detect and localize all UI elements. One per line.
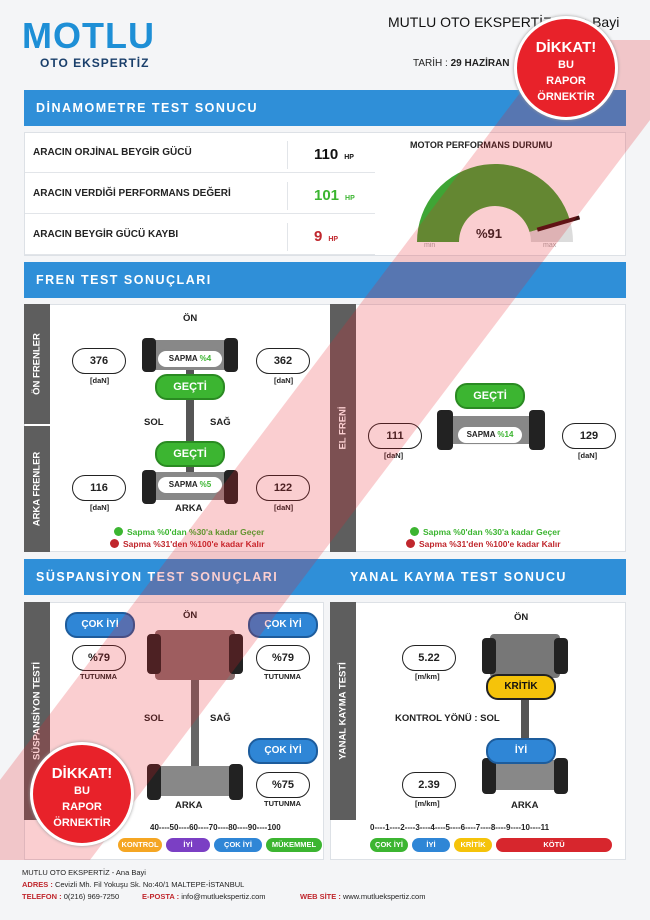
brake-section-bar: FREN TEST SONUÇLARI bbox=[24, 262, 626, 298]
lateral-scale-chip: ÇOK İYİ bbox=[370, 838, 408, 852]
lateral-front-unit: [m/km] bbox=[415, 672, 440, 681]
lateral-front-rating: KRİTİK bbox=[486, 674, 556, 700]
susp-fl-value: %79 bbox=[72, 645, 126, 671]
hand-left-value: 111 bbox=[368, 423, 422, 449]
front-left-unit: [daN] bbox=[90, 376, 110, 385]
susp-rear-label: ARKA bbox=[175, 800, 203, 811]
report-date: TARİH : 29 HAZİRAN bbox=[413, 58, 510, 69]
lateral-scale-chip: İYİ bbox=[412, 838, 450, 852]
lateral-rear-value: 2.39 bbox=[402, 772, 456, 798]
susp-fr-unit: TUTUNMA bbox=[264, 672, 302, 681]
front-right-brake-value: 362 bbox=[256, 348, 310, 374]
date-label: TARİH : bbox=[413, 58, 448, 69]
gauge-max: max bbox=[543, 242, 557, 249]
susp-fl-unit: TUTUNMA bbox=[80, 672, 118, 681]
hand-brake-result: GEÇTİ bbox=[455, 383, 525, 409]
footer-email: E-POSTA : info@mutluekspertiz.com bbox=[142, 892, 266, 901]
dyno-row-label: ARACIN ORJİNAL BEYGİR GÜCÜ bbox=[33, 147, 192, 158]
gauge-fill-arc bbox=[417, 163, 570, 242]
lateral-front-label: ÖN bbox=[514, 612, 529, 623]
hand-legend-pass: Sapma %0'dan %30'a kadar Geçer bbox=[410, 527, 560, 537]
lateral-scale-chip: KRİTİK bbox=[454, 838, 492, 852]
rear-right-brake-value: 122 bbox=[256, 475, 310, 501]
brake-front-label: ÖN bbox=[183, 313, 198, 324]
gauge-empty-arc bbox=[529, 220, 573, 242]
rear-left-unit: [daN] bbox=[90, 503, 110, 512]
hand-left-unit: [daN] bbox=[384, 451, 404, 460]
lateral-rear-rating: İYİ bbox=[486, 738, 556, 764]
front-right-unit: [daN] bbox=[274, 376, 294, 385]
susp-fr-value: %79 bbox=[256, 645, 310, 671]
lateral-chassis-icon bbox=[482, 634, 568, 794]
performance-gauge bbox=[417, 163, 581, 242]
susp-scale-chip: KONTROL bbox=[118, 838, 162, 852]
hand-legend-fail: Sapma %31'den %100'e kadar Kalır bbox=[406, 539, 561, 549]
lateral-panel bbox=[330, 602, 626, 860]
lateral-rear-label: ARKA bbox=[511, 800, 539, 811]
lateral-rear-unit: [m/km] bbox=[415, 799, 440, 808]
lateral-section-title: YANAL KAYMA TEST SONUCU bbox=[350, 570, 567, 584]
lateral-front-value: 5.22 bbox=[402, 645, 456, 671]
front-brakes-label: ÖN FRENLER bbox=[24, 304, 50, 424]
brake-rear-label: ARKA bbox=[175, 503, 203, 514]
footer-phone: TELEFON : 0(216) 969-7250 bbox=[22, 892, 120, 901]
brake-legend-pass: Sapma %0'dan %30'a kadar Geçer bbox=[114, 527, 264, 537]
dyno-row-label: ARACIN VERDİĞİ PERFORMANS DEĞERİ bbox=[33, 188, 231, 199]
gauge-value: %91 bbox=[476, 226, 503, 241]
brake-legend-fail: Sapma %31'den %100'e kadar Kalır bbox=[110, 539, 265, 549]
susp-rr-rating: ÇOK İYİ bbox=[248, 738, 318, 764]
hand-deviation: SAPMA %14 bbox=[458, 427, 522, 443]
dyno-row-label: ARACIN BEYGİR GÜCÜ KAYBI bbox=[33, 229, 179, 240]
susp-front-label: ÖN bbox=[183, 610, 198, 621]
logo-wordmark: MOTLU bbox=[22, 15, 155, 56]
brake-right-label: SAĞ bbox=[210, 417, 231, 428]
logo-subtitle: OTO EKSPERTİZ bbox=[40, 56, 150, 70]
rear-brakes-label: ARKA FRENLER bbox=[24, 426, 50, 552]
hand-right-value: 129 bbox=[562, 423, 616, 449]
susp-scale-chip: ÇOK İYİ bbox=[214, 838, 262, 852]
suspension-section-bar: SÜSPANSİYON TEST SONUÇLARI bbox=[24, 559, 626, 595]
gauge-title: MOTOR PERFORMANS DURUMU bbox=[410, 140, 553, 150]
gauge-needle bbox=[536, 215, 581, 232]
susp-fl-rating: ÇOK İYİ bbox=[65, 612, 135, 638]
sample-warning-badge-top: DİKKAT! BU RAPOR ÖRNEKTİR bbox=[514, 16, 618, 120]
logo: MOTLU OTO EKSPERTİZ bbox=[22, 15, 155, 71]
lateral-scale-chip: KÖTÜ bbox=[496, 838, 612, 852]
rear-deviation: SAPMA %5 bbox=[158, 477, 222, 493]
susp-rr-unit: TUTUNMA bbox=[264, 799, 302, 808]
susp-right-label: SAĞ bbox=[210, 713, 231, 724]
rear-right-unit: [daN] bbox=[274, 503, 294, 512]
footer-address: ADRES : Cevizli Mh. Fil Yokuşu Sk. No:40… bbox=[22, 880, 245, 889]
hand-right-unit: [daN] bbox=[578, 451, 598, 460]
susp-rr-value: %75 bbox=[256, 772, 310, 798]
front-deviation: SAPMA %4 bbox=[158, 351, 222, 367]
footer-website: WEB SİTE : www.mutluekspertiz.com bbox=[300, 892, 426, 901]
susp-scale-chip: MÜKEMMEL bbox=[266, 838, 322, 852]
rear-brake-result: GEÇTİ bbox=[155, 441, 225, 467]
lateral-control-direction: KONTROL YÖNÜ : SOL bbox=[395, 713, 500, 724]
rear-left-brake-value: 116 bbox=[72, 475, 126, 501]
susp-scale-chip: İYİ bbox=[166, 838, 210, 852]
footer-company: MUTLU OTO EKSPERTİZ - Ana Bayi bbox=[22, 868, 146, 877]
gauge-min: min bbox=[424, 242, 436, 249]
susp-fr-rating: ÇOK İYİ bbox=[248, 612, 318, 638]
front-left-brake-value: 376 bbox=[72, 348, 126, 374]
lateral-scale-numbers: 0----1----2----3----4----5----6----7----… bbox=[370, 823, 550, 832]
susp-scale-numbers: 40----50----60----70----80----90----100 bbox=[150, 823, 281, 832]
front-brake-result: GEÇTİ bbox=[155, 374, 225, 400]
date-value: 29 HAZİRAN bbox=[450, 58, 510, 69]
brake-left-label: SOL bbox=[144, 417, 164, 428]
hand-brake-label: EL FRENİ bbox=[330, 304, 356, 552]
sample-warning-badge-bottom: DİKKAT! BU RAPOR ÖRNEKTİR bbox=[30, 742, 134, 846]
lateral-side-label: YANAL KAYMA TESTİ bbox=[330, 602, 356, 820]
suspension-chassis-icon bbox=[147, 630, 243, 800]
susp-left-label: SOL bbox=[144, 713, 164, 724]
